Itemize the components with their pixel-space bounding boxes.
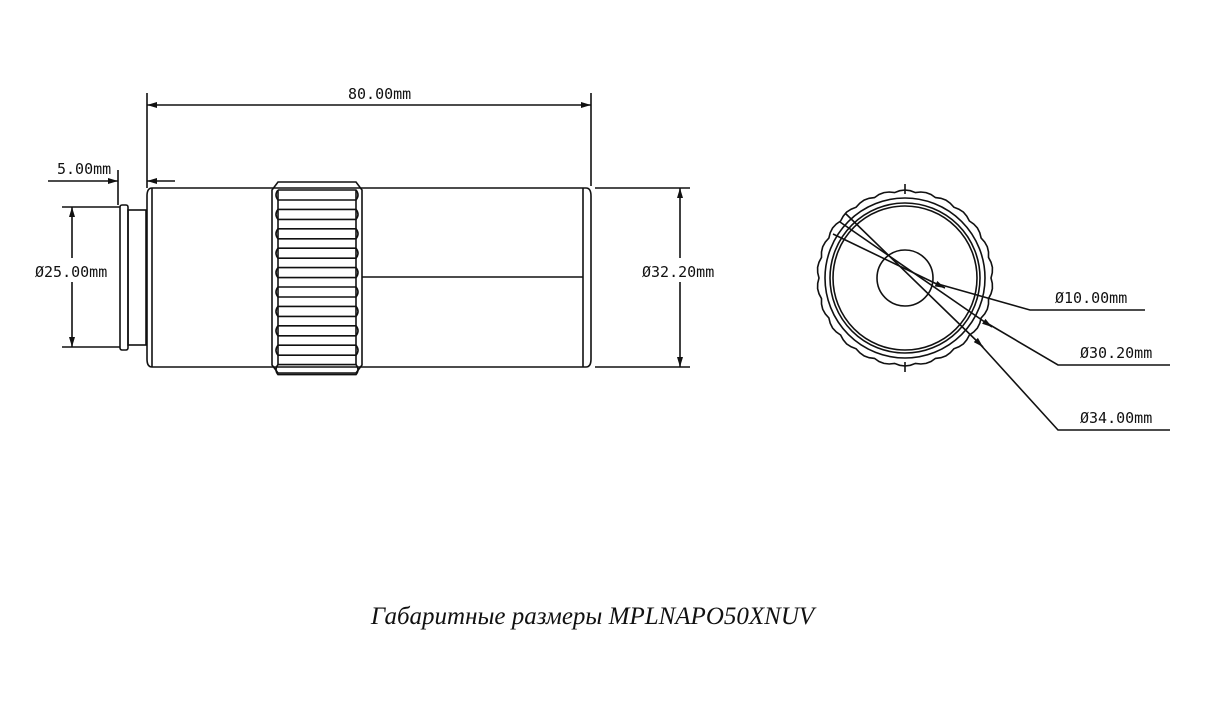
knurl-ridge — [275, 325, 359, 337]
dimension-thread-diameter — [62, 206, 120, 348]
label-inner-ring-diameter: Ø30.20mm — [1080, 344, 1152, 362]
knurl-ridge — [275, 266, 359, 279]
outer-knurl — [816, 189, 994, 367]
body-outline — [146, 187, 592, 368]
knurl-ridge — [275, 208, 359, 221]
label-outer-diameter: Ø34.00mm — [1080, 409, 1152, 427]
knurled-ring — [271, 181, 363, 376]
thread-collar — [127, 209, 147, 346]
drawing-caption: Габаритные размеры MPLNAPO50XNUV — [370, 603, 815, 630]
side-view — [119, 181, 592, 376]
dimension-body-diameter — [595, 187, 690, 368]
front-view — [816, 184, 994, 372]
label-thread-length: 5.00mm — [57, 160, 111, 178]
label-thread-diameter: Ø25.00mm — [35, 263, 107, 281]
knurl-ridge — [275, 344, 359, 356]
dimension-length — [146, 93, 592, 188]
label-aperture-diameter: Ø10.00mm — [1055, 289, 1127, 307]
knurl-ridge — [275, 247, 359, 259]
label-body-diameter: Ø32.20mm — [642, 263, 714, 281]
knurl-ridge — [275, 189, 359, 201]
knurl-ridge — [275, 363, 359, 376]
knurl-ridge — [275, 305, 359, 318]
thread — [119, 204, 129, 351]
leader-lines — [832, 212, 1170, 431]
dimension-thread-length — [48, 170, 175, 205]
knurl-ridge — [275, 228, 359, 240]
knurl-ridge — [275, 286, 359, 298]
aperture — [876, 249, 934, 307]
label-length: 80.00mm — [348, 85, 411, 103]
